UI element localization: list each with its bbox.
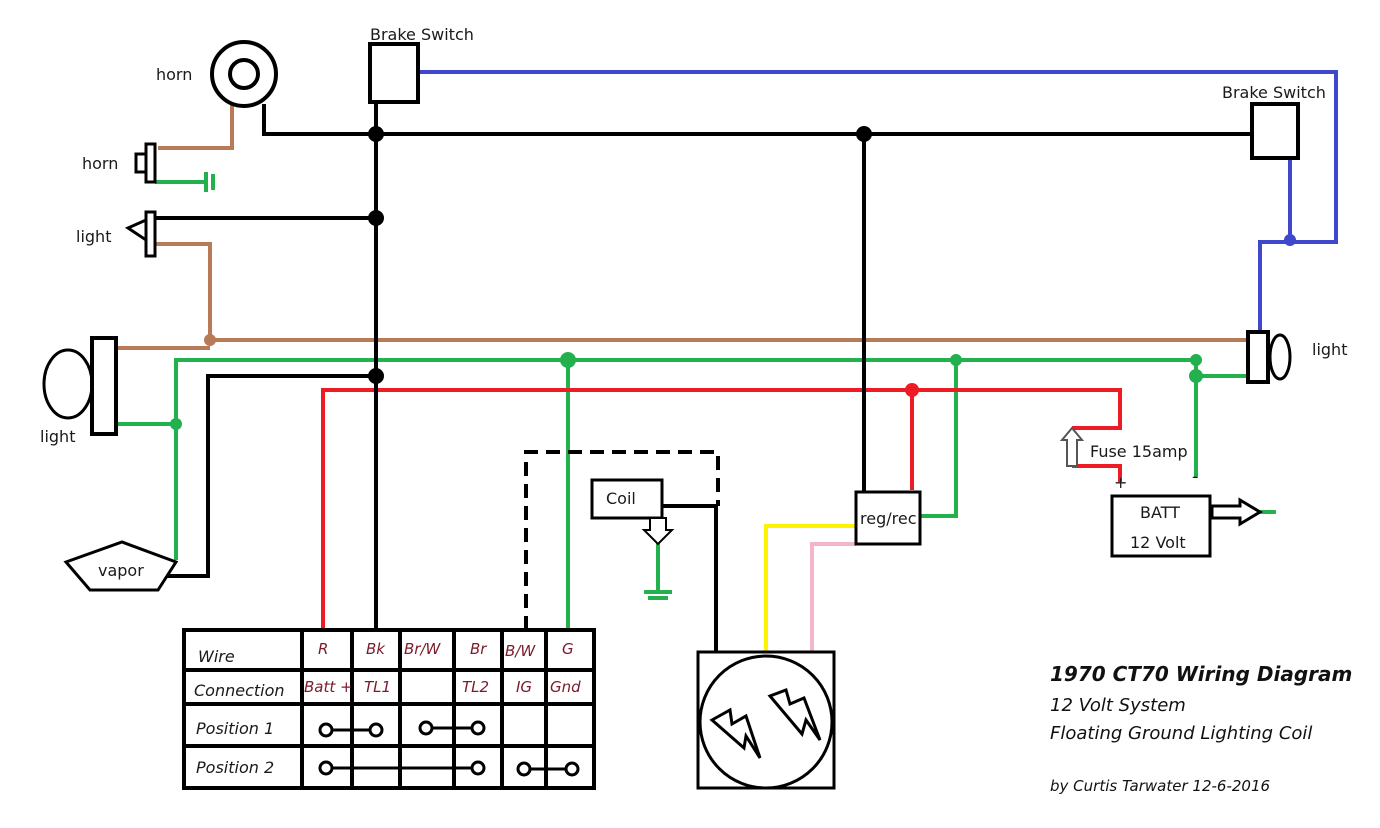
diagram-title: 1970 CT70 Wiring Diagram [1050,662,1352,686]
blue-wires [420,70,1338,334]
headlight-label: light [40,427,75,446]
battery-ground-arrow-icon [1210,497,1263,527]
diagram-subtitle-2: Floating Ground Lighting Coil [1050,723,1312,744]
brake-switch-front-icon [368,42,420,104]
table-connection-cell: Batt + [304,678,353,696]
fuse-label: Fuse 15amp [1090,442,1188,461]
table-row-header: Wire [198,647,235,666]
brake-switch-rear-icon [1250,102,1300,160]
table-connection-cell: IG [516,678,532,696]
light-switch-icon [124,210,157,258]
coil-label: Coil [606,489,636,508]
dashed-ignition-wire [524,450,720,630]
ignition-table [182,628,596,790]
taillight-label: light [1312,340,1347,359]
table-wire-cell: G [562,640,574,658]
vapor-icon [63,540,179,592]
horn-switch-label: horn [82,154,118,173]
table-wire-cell: Br/W [404,640,442,658]
horn-switch-icon [134,142,157,184]
table-wire-cell: Bk [366,640,386,658]
horn-label: horn [156,65,192,84]
table-row-header: Position 2 [196,758,274,777]
position-1-contacts [318,720,486,738]
table-connection-cell: TL2 [462,678,489,696]
coil-icon [590,478,664,520]
battery-name-label: BATT [1140,503,1180,522]
taillight-icon [1246,330,1292,384]
black-wires [155,104,1250,652]
table-wire-cell: B/W [505,642,536,660]
yellow-wire [764,524,856,694]
table-connection-cell: Gnd [550,678,581,696]
batt-plus-label: + [1114,473,1127,492]
brown-wires [117,104,1248,350]
battery-volt-label: 12 Volt [1130,533,1186,552]
light-switch-label: light [76,227,111,246]
red-wires [321,383,1122,630]
battery-icon [1110,494,1212,558]
green-wires [117,172,1276,630]
brake-switch-front-label: Brake Switch [370,25,474,44]
diagram-credit: by Curtis Tarwater 12-6-2016 [1050,777,1270,795]
regrec-label: reg/rec [860,509,916,528]
coil-ground-arrow-icon [641,517,675,546]
fuse-icon [1059,426,1085,467]
batt-minus-label: - [1192,467,1198,486]
table-wire-cell: Br [470,640,487,658]
brake-switch-rear-label: Brake Switch [1222,83,1326,102]
table-connection-cell: TL1 [364,678,391,696]
regrec-icon [854,490,922,546]
table-row-header: Connection [194,681,285,700]
horn-icon [210,40,278,108]
table-wire-cell: R [318,640,328,658]
stator-icon [696,650,836,790]
position-2-contacts [318,760,580,777]
table-row-header: Position 1 [196,719,274,738]
headlight-icon [42,336,118,436]
diagram-subtitle-1: 12 Volt System [1050,695,1186,716]
vapor-label: vapor [98,561,144,580]
